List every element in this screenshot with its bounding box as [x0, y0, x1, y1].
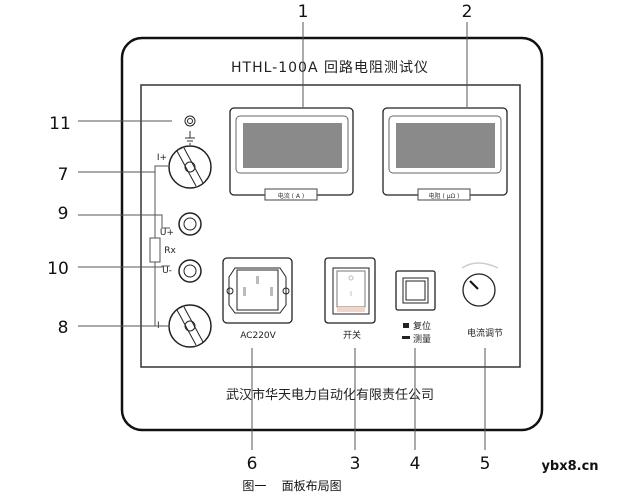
switch-label: 开关	[343, 329, 361, 341]
power-socket-label: AC220V	[240, 331, 276, 341]
measure-label: 测量	[413, 334, 431, 345]
resistance-display-label: 电阻 ( μΩ )	[429, 192, 460, 200]
callout-5: 5	[480, 454, 491, 474]
resistance-display: 电阻 ( μΩ )	[382, 107, 508, 201]
measure-icon	[402, 336, 410, 339]
i-plus-terminal[interactable]	[168, 145, 212, 189]
front-panel	[140, 84, 521, 368]
company-name: 武汉市华天电力自动化有限责任公司	[226, 387, 434, 403]
rx-label: Rx	[164, 246, 176, 256]
watermark: ybx8.cn	[541, 459, 598, 474]
power-socket[interactable]	[222, 257, 293, 324]
switch-mark: I	[350, 290, 352, 298]
reset-measure-button[interactable]	[395, 270, 436, 311]
callout-4: 4	[410, 454, 421, 474]
current-display-label: 电流 ( A )	[278, 192, 305, 200]
current-adjust-label: 电流调节	[467, 327, 503, 339]
i-plus-label: I+	[157, 153, 167, 163]
panel-title: HTHL-100A 回路电阻测试仪	[231, 60, 429, 76]
callout-7: 7	[58, 165, 69, 185]
callout-8: 8	[58, 318, 69, 338]
current-adjust-knob[interactable]	[462, 273, 496, 307]
reset-label: 复位	[413, 320, 431, 332]
callout-10: 10	[47, 259, 69, 279]
current-screen	[243, 123, 342, 168]
callout-6: 6	[247, 454, 258, 474]
callout-11: 11	[49, 114, 71, 134]
callout-1: 1	[298, 2, 309, 22]
callout-9: 9	[58, 204, 69, 224]
u-minus-label: U-	[162, 266, 172, 276]
i-minus-terminal[interactable]	[168, 304, 212, 348]
figure-caption: 图一 面板布局图	[242, 479, 341, 493]
u-minus-terminal[interactable]	[178, 259, 202, 283]
callout-3: 3	[350, 454, 361, 474]
callout-2: 2	[462, 2, 473, 22]
current-display: 电流 ( A )	[229, 107, 354, 201]
u-plus-label: U+	[160, 228, 174, 238]
ground-icon	[185, 131, 195, 145]
power-switch[interactable]: I	[324, 257, 376, 324]
reset-icon	[403, 323, 409, 328]
knob-scale-arc	[461, 262, 499, 269]
u-plus-terminal[interactable]	[178, 212, 202, 236]
rx-wiring	[149, 165, 170, 327]
resistance-screen	[396, 123, 495, 168]
ground-terminal[interactable]	[184, 115, 196, 127]
